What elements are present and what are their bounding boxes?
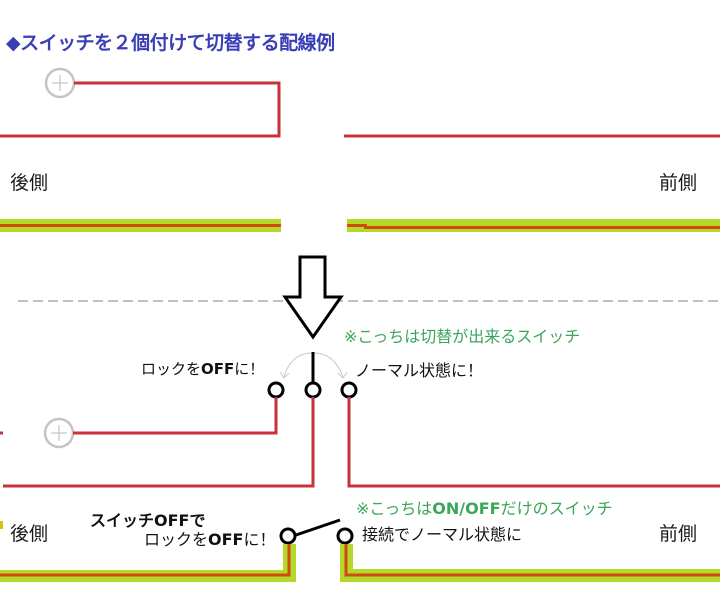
switch-terminal-icon: [336, 527, 354, 545]
onoff-switch-note: ※こっちはON/OFFだけのスイッチ: [356, 499, 613, 518]
red-wire-lock-off: [73, 397, 278, 435]
switch-off-label-line1: スイッチOFFで: [90, 511, 206, 530]
curve-arrow-left-icon: [283, 352, 313, 378]
front-label-after: 前側: [659, 523, 698, 545]
onoff-switch-lever: [295, 518, 341, 537]
red-wire-normal: [347, 397, 720, 488]
curve-arrow-right-icon: [313, 352, 344, 378]
lock-off-label: ロックをOFFに！: [141, 360, 265, 378]
green-wire-front-bottom: [340, 544, 720, 582]
red-wire-common: [3, 397, 315, 488]
connect-normal-label: 接続でノーマル状態に: [362, 525, 523, 544]
rear-label-after: 後側: [10, 523, 49, 545]
green-wire-rear-top: [0, 219, 281, 232]
front-label-before: 前側: [659, 172, 698, 194]
green-wire-front-top: [347, 219, 720, 232]
plus-terminal-icon: [43, 417, 75, 449]
normal-state-label: ノーマル状態に！: [355, 361, 484, 380]
switch-terminal-icon: [279, 527, 297, 545]
rear-label-before: 後側: [10, 172, 49, 194]
green-wire-rear-bottom: [0, 544, 296, 582]
switch-off-label-line2: ロックをOFFに！: [144, 530, 276, 549]
switch-terminal-icon: [340, 381, 358, 399]
switch-terminal-icon: [304, 381, 322, 399]
changeover-switch-note: ※こっちは切替が出来るスイッチ: [344, 327, 581, 346]
page-title: ◆スイッチを２個付けて切替する配線例: [6, 32, 335, 54]
switch-terminal-icon: [267, 381, 285, 399]
plus-terminal-icon: [44, 67, 76, 99]
red-wire-rear-top: [0, 81, 281, 138]
down-arrow-icon: [282, 255, 344, 340]
